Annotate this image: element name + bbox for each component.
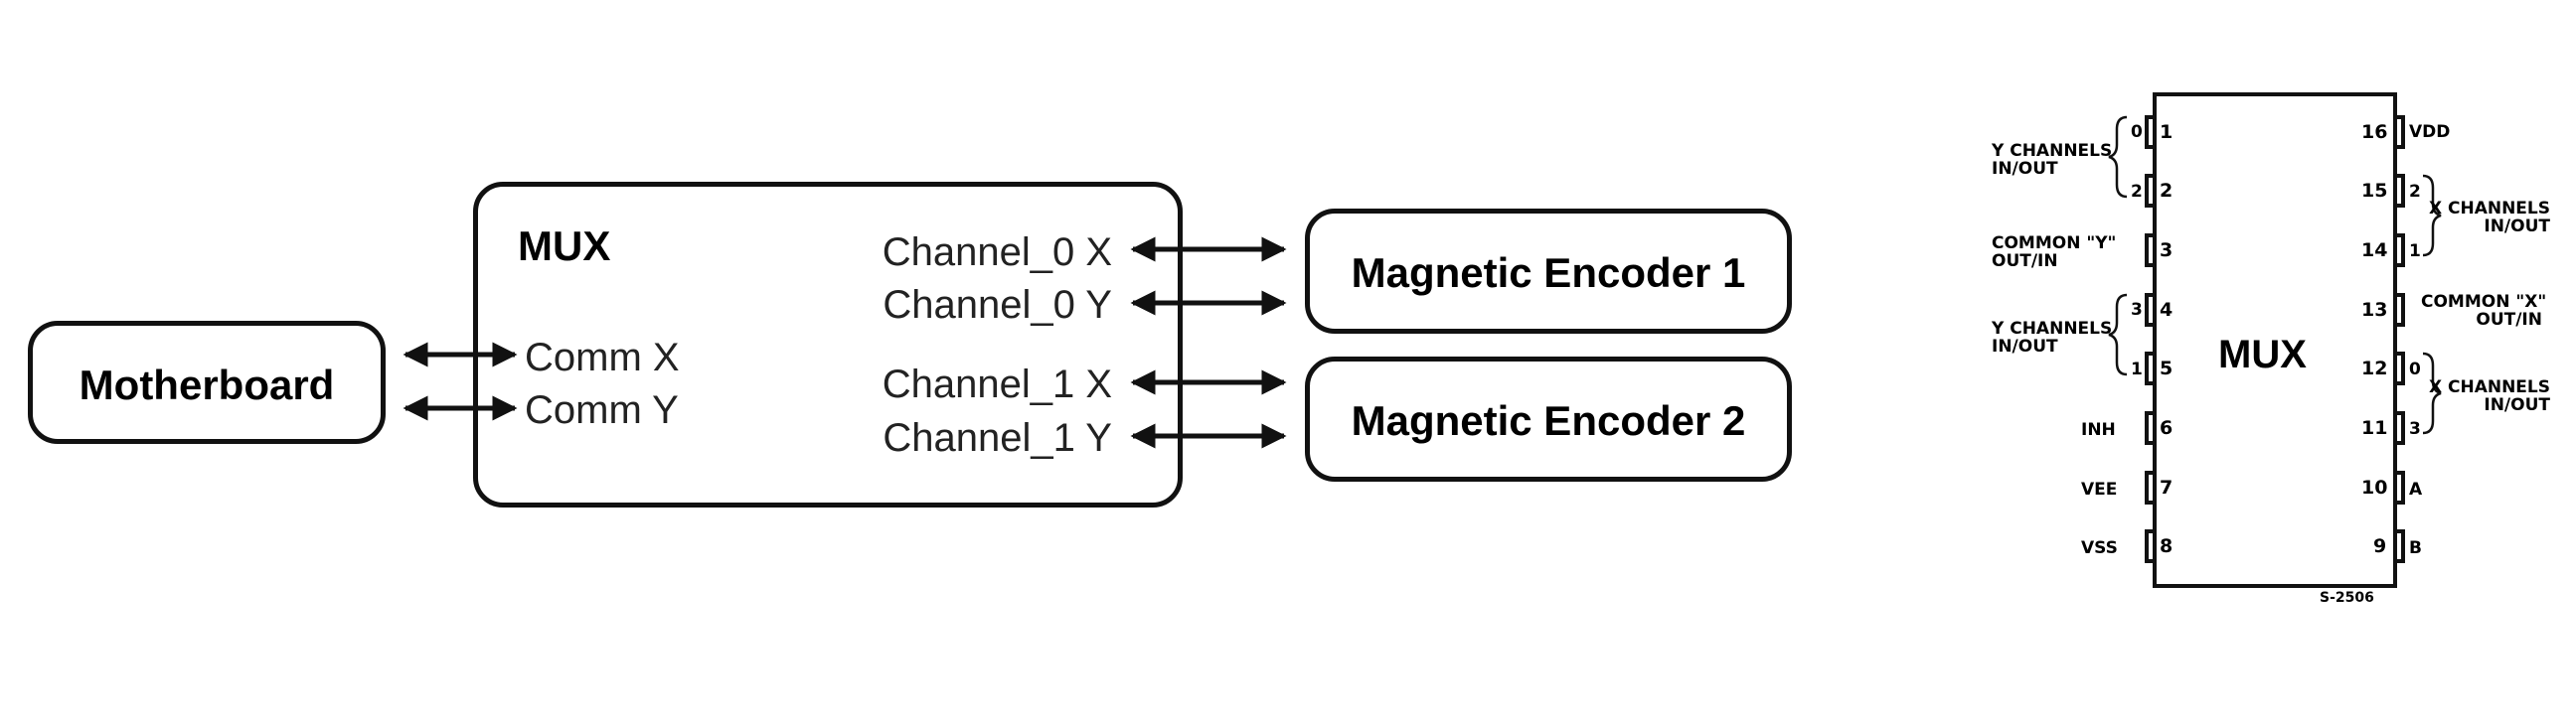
b-label: B	[2409, 538, 2422, 558]
x-top-index-2: 2	[2409, 182, 2421, 202]
y-bottom-index-1: 1	[2131, 360, 2143, 379]
common-x-label: COMMON "X"OUT/IN	[2421, 292, 2547, 330]
x-bottom-index-3: 3	[2409, 419, 2421, 439]
pin-15: 15	[2361, 180, 2388, 202]
vee-label: VEE	[2081, 480, 2118, 500]
port-channel0-y: Channel_0 Y	[883, 283, 1112, 327]
pin-7: 7	[2160, 477, 2174, 499]
motherboard-label: Motherboard	[79, 362, 335, 408]
pin-9: 9	[2373, 535, 2387, 557]
part-number: S-2506	[2320, 590, 2374, 606]
right-pin-marks	[2395, 115, 2405, 563]
chip-name: MUX	[2218, 333, 2307, 376]
pin-3: 3	[2160, 239, 2174, 261]
chip-body	[2153, 92, 2397, 588]
pin-16: 16	[2361, 121, 2388, 143]
vdd-label: VDD	[2409, 122, 2451, 142]
a-label: A	[2409, 480, 2423, 500]
vss-label: VSS	[2081, 538, 2118, 558]
encoder1-label: Magnetic Encoder 1	[1351, 249, 1746, 296]
port-channel1-y: Channel_1 Y	[883, 416, 1112, 460]
pin-8: 8	[2160, 535, 2174, 557]
pin-6: 6	[2160, 417, 2174, 439]
port-comm-x: Comm X	[525, 336, 680, 379]
pin-14: 14	[2361, 239, 2388, 261]
common-y-label: COMMON "Y"OUT/IN	[1992, 233, 2117, 271]
x-bottom-index-0: 0	[2409, 360, 2421, 379]
port-channel0-x: Channel_0 X	[882, 230, 1112, 274]
mux-title: MUX	[518, 222, 611, 269]
inh-label: INH	[2081, 420, 2116, 440]
y-top-index-2: 2	[2131, 182, 2143, 202]
pin-12: 12	[2361, 358, 2388, 379]
x-top-index-1: 1	[2409, 241, 2421, 261]
encoder2-block: Magnetic Encoder 2	[1305, 357, 1792, 482]
left-pin-marks	[2145, 115, 2155, 563]
pin-1: 1	[2160, 121, 2174, 143]
pin-10: 10	[2361, 477, 2388, 499]
encoder2-label: Magnetic Encoder 2	[1351, 397, 1746, 444]
encoder1-block: Magnetic Encoder 1	[1305, 209, 1792, 334]
pin-13: 13	[2361, 299, 2388, 321]
port-channel1-x: Channel_1 X	[882, 363, 1112, 406]
y-top-index-0: 0	[2131, 122, 2143, 142]
channel-braces	[2108, 115, 2442, 435]
motherboard-block: Motherboard	[28, 321, 386, 444]
y-bottom-index-3: 3	[2131, 300, 2143, 320]
pin-5: 5	[2160, 358, 2174, 379]
port-comm-y: Comm Y	[525, 388, 679, 432]
pin-2: 2	[2160, 180, 2174, 202]
mux-block: MUX Comm X Comm Y Channel_0 X Channel_0 …	[473, 182, 1183, 508]
pin-4: 4	[2160, 299, 2174, 321]
pin-11: 11	[2361, 417, 2388, 439]
